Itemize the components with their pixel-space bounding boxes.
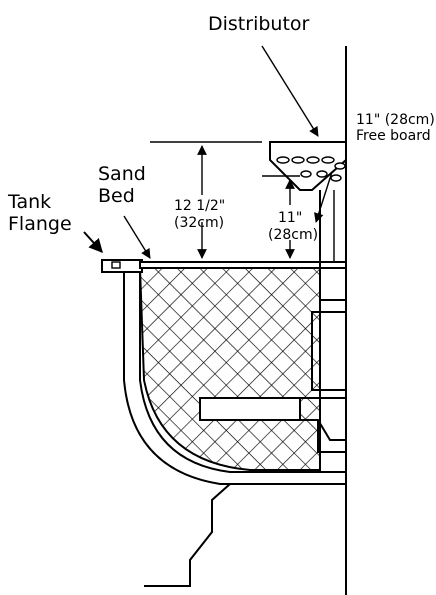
freeboard-label-line2: Free board <box>356 128 431 144</box>
depth-label-line1: 12 1/2" <box>174 198 225 214</box>
upper-lateral <box>311 299 347 391</box>
tank-flange-label-line1: Tank <box>7 191 51 213</box>
tank-outer-wall <box>101 262 346 485</box>
freeboard-leader <box>314 171 333 223</box>
filter-media-hatch <box>138 267 321 471</box>
tank-stand <box>144 483 231 587</box>
tank-inner-wall <box>139 268 346 473</box>
tank-flange-label-line2: Flange <box>8 213 72 235</box>
sand-bed-surface <box>139 261 347 269</box>
sand-bed-label-line1: Sand <box>98 163 146 185</box>
sand-bed-leader <box>123 215 151 259</box>
fill-label-line1: 11" <box>278 210 302 226</box>
flange-bolt <box>111 261 121 269</box>
freeboard-label-line1: 11" (28cm) <box>356 112 435 128</box>
fill-label-line2: (28cm) <box>268 227 318 243</box>
distributor-holes <box>276 156 346 182</box>
lower-lateral-connector <box>300 397 346 453</box>
distributor-head <box>269 141 347 191</box>
distributor-leader <box>261 45 319 137</box>
tank-flange <box>101 259 143 273</box>
sand-bed-label-line2: Bed <box>98 185 135 207</box>
distributor-label: Distributor <box>208 13 310 35</box>
lower-lateral <box>199 397 301 421</box>
tank-flange-leader <box>83 231 103 254</box>
depth-label-line2: (32cm) <box>174 215 224 231</box>
